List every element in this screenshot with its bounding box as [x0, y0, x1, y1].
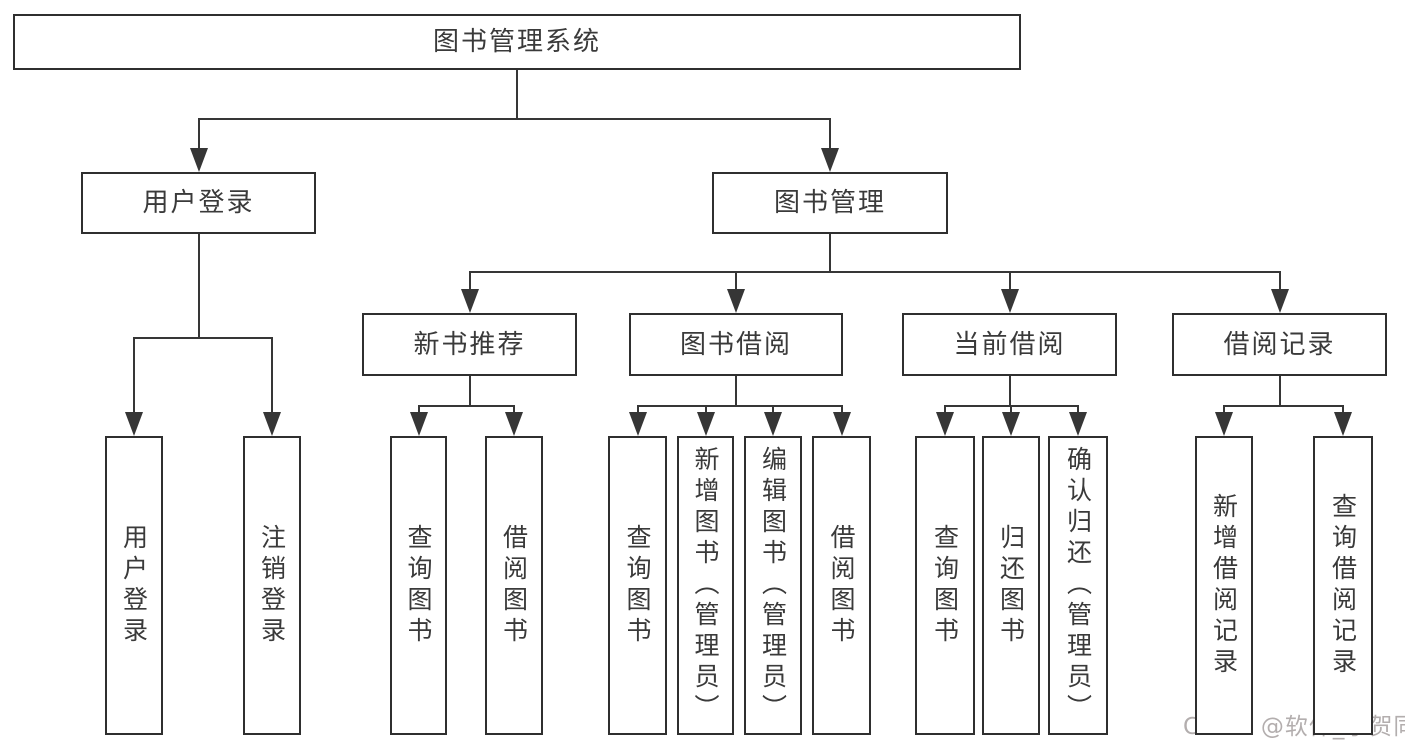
- node-label: 用户登录: [142, 188, 255, 218]
- node-leaf-query-book-1: 查询图书: [390, 436, 447, 735]
- node-leaf-borrow-book-2: 借阅图书: [812, 436, 871, 735]
- connector-line: [469, 271, 1281, 273]
- arrow-down-icon: [1215, 412, 1233, 436]
- connector-line: [1279, 376, 1281, 407]
- connector-line: [198, 118, 200, 150]
- arrow-down-icon: [410, 412, 428, 436]
- arrow-down-icon: [629, 412, 647, 436]
- node-label: 新增借阅记录: [1209, 492, 1239, 679]
- node-leaf-query-book-2: 查询图书: [608, 436, 667, 735]
- node-leaf-borrow-book-1: 借阅图书: [485, 436, 543, 735]
- arrow-down-icon: [190, 148, 208, 172]
- node-leaf-query-book-3: 查询图书: [915, 436, 975, 735]
- connector-line: [1010, 405, 1012, 414]
- node-label: 查询图书: [930, 523, 960, 648]
- node-leaf-add-borrow-record: 新增借阅记录: [1195, 436, 1253, 735]
- node-label: 查询借阅记录: [1328, 492, 1358, 679]
- node-label: 注销登录: [257, 523, 287, 648]
- node-new-book-rec: 新书推荐: [362, 313, 577, 376]
- node-root: 图书管理系统: [13, 14, 1021, 70]
- arrow-down-icon: [125, 412, 143, 436]
- connector-line: [829, 234, 831, 273]
- arrow-down-icon: [727, 289, 745, 313]
- arrow-down-icon: [821, 148, 839, 172]
- arrow-down-icon: [505, 412, 523, 436]
- connector-line: [198, 118, 831, 120]
- node-leaf-logout: 注销登录: [243, 436, 301, 735]
- connector-line: [637, 405, 639, 414]
- arrow-down-icon: [1002, 412, 1020, 436]
- node-book-mgmt: 图书管理: [712, 172, 948, 234]
- connector-line: [418, 405, 515, 407]
- connector-line: [469, 376, 471, 407]
- connector-line: [1009, 376, 1011, 407]
- node-leaf-user-login: 用户登录: [105, 436, 163, 735]
- node-label: 新增图书（管理员）: [691, 446, 720, 725]
- node-leaf-add-book: 新增图书（管理员）: [677, 436, 734, 735]
- node-label: 查询图书: [404, 523, 433, 648]
- node-label: 借阅图书: [499, 523, 529, 648]
- node-label: 编辑图书（管理员）: [758, 446, 788, 725]
- connector-line: [705, 405, 707, 414]
- connector-line: [271, 337, 273, 414]
- connector-line: [841, 405, 843, 414]
- connector-line: [829, 118, 831, 150]
- node-user-login: 用户登录: [81, 172, 316, 234]
- node-label: 查询图书: [623, 523, 652, 648]
- connector-line: [516, 70, 518, 120]
- node-label: 确认归还（管理员）: [1063, 446, 1093, 725]
- arrow-down-icon: [1334, 412, 1352, 436]
- node-leaf-return-book: 归还图书: [982, 436, 1040, 735]
- connector-line: [637, 405, 843, 407]
- arrow-down-icon: [764, 412, 782, 436]
- arrow-down-icon: [1001, 289, 1019, 313]
- connector-line: [418, 405, 420, 414]
- node-label: 归还图书: [996, 523, 1026, 648]
- connector-line: [513, 405, 515, 414]
- node-label: 新书推荐: [413, 329, 526, 360]
- node-label: 借阅图书: [827, 523, 856, 648]
- node-borrow-records: 借阅记录: [1172, 313, 1387, 376]
- arrow-down-icon: [263, 412, 281, 436]
- connector-line: [1077, 405, 1079, 414]
- node-label: 图书管理: [773, 188, 886, 218]
- connector-line: [735, 376, 737, 407]
- connector-line: [1342, 405, 1344, 414]
- connector-line: [1009, 271, 1011, 291]
- connector-line: [1223, 405, 1225, 414]
- connector-line: [198, 234, 200, 339]
- node-leaf-edit-book: 编辑图书（管理员）: [744, 436, 802, 735]
- node-leaf-confirm-return: 确认归还（管理员）: [1048, 436, 1108, 735]
- arrow-down-icon: [461, 289, 479, 313]
- node-label: 借阅记录: [1223, 329, 1336, 360]
- connector-line: [735, 271, 737, 291]
- connector-line: [133, 337, 135, 414]
- connector-line: [469, 271, 471, 291]
- connector-line: [944, 405, 946, 414]
- arrow-down-icon: [833, 412, 851, 436]
- connector-line: [1223, 405, 1344, 407]
- node-label: 图书管理系统: [432, 27, 601, 57]
- arrow-down-icon: [1069, 412, 1087, 436]
- connector-line: [772, 405, 774, 414]
- node-current-borrow: 当前借阅: [902, 313, 1117, 376]
- arrow-down-icon: [697, 412, 715, 436]
- node-label: 用户登录: [119, 523, 149, 648]
- arrow-down-icon: [936, 412, 954, 436]
- connector-line: [133, 337, 273, 339]
- node-leaf-query-borrow-record: 查询借阅记录: [1313, 436, 1373, 735]
- node-label: 当前借阅: [953, 329, 1066, 360]
- connector-line: [1279, 271, 1281, 291]
- node-book-borrow: 图书借阅: [629, 313, 843, 376]
- arrow-down-icon: [1271, 289, 1289, 313]
- node-label: 图书借阅: [679, 329, 792, 360]
